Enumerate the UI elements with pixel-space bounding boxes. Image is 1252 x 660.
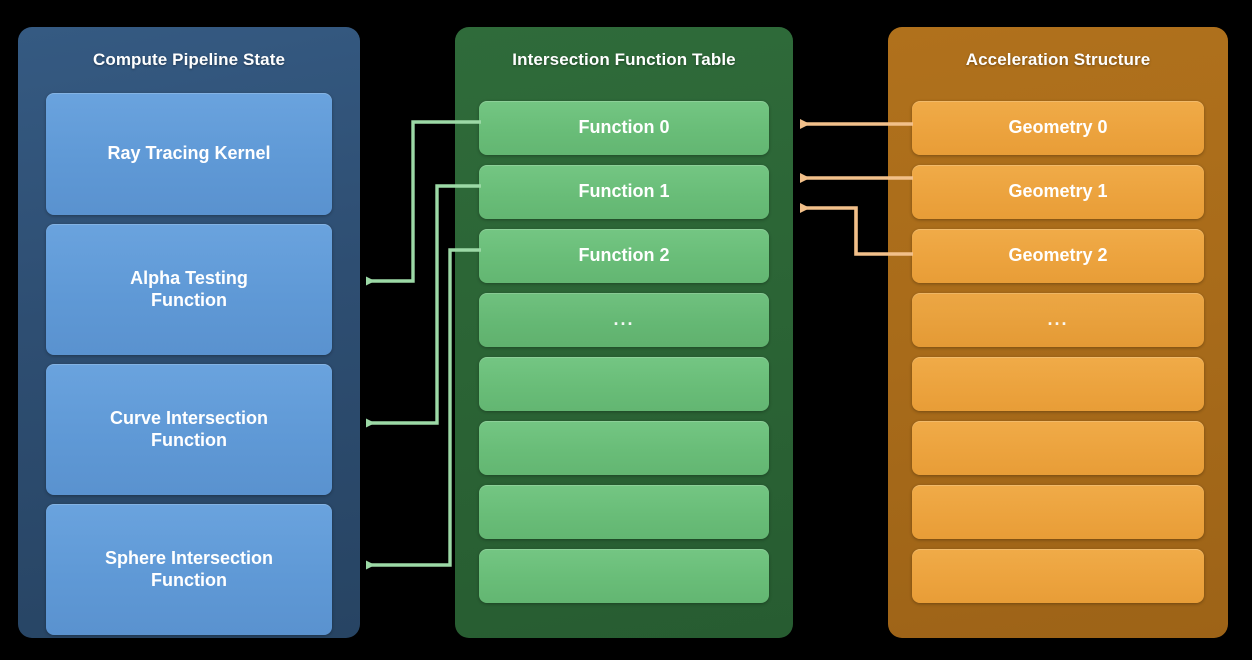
card-geometry-0[interactable]: Geometry 0 (912, 101, 1204, 155)
card-geometry-empty-4[interactable] (912, 549, 1204, 603)
card-function-2[interactable]: Function 2 (479, 229, 769, 283)
card-geometry-1[interactable]: Geometry 1 (912, 165, 1204, 219)
panel-intersection-function-table: Intersection Function Table Function 0 F… (455, 27, 793, 638)
card-geometry-2[interactable]: Geometry 2 (912, 229, 1204, 283)
card-function-empty-1[interactable] (479, 357, 769, 411)
panel-title-acceleration-structure: Acceleration Structure (965, 50, 1151, 69)
card-curve-intersection-function[interactable]: Curve Intersection Function (46, 364, 332, 495)
card-geometry-empty-3[interactable] (912, 485, 1204, 539)
card-function-empty-3[interactable] (479, 485, 769, 539)
card-sphere-intersection-function[interactable]: Sphere Intersection Function (46, 504, 332, 635)
panel-acceleration-structure: Acceleration Structure Geometry 0 Geomet… (888, 27, 1228, 638)
card-function-1[interactable]: Function 1 (479, 165, 769, 219)
card-geometry-empty-1[interactable] (912, 357, 1204, 411)
card-geometry-empty-2[interactable] (912, 421, 1204, 475)
card-function-ellipsis[interactable]: ... (479, 293, 769, 347)
card-ray-tracing-kernel[interactable]: Ray Tracing Kernel (46, 93, 332, 215)
card-geometry-ellipsis[interactable]: ... (912, 293, 1204, 347)
card-function-0[interactable]: Function 0 (479, 101, 769, 155)
panel-compute-pipeline-state: Compute Pipeline State Ray Tracing Kerne… (18, 27, 360, 638)
card-list-compute-pipeline-state: Ray Tracing Kernel Alpha Testing Functio… (18, 93, 360, 638)
panel-title-compute-pipeline-state: Compute Pipeline State (92, 50, 286, 69)
card-list-acceleration-structure: Geometry 0 Geometry 1 Geometry 2 ... (888, 93, 1228, 638)
panel-title-intersection-function-table: Intersection Function Table (512, 50, 736, 69)
card-function-empty-2[interactable] (479, 421, 769, 475)
card-list-intersection-function-table: Function 0 Function 1 Function 2 ... (455, 93, 793, 638)
card-function-empty-4[interactable] (479, 549, 769, 603)
card-alpha-testing-function[interactable]: Alpha Testing Function (46, 224, 332, 355)
